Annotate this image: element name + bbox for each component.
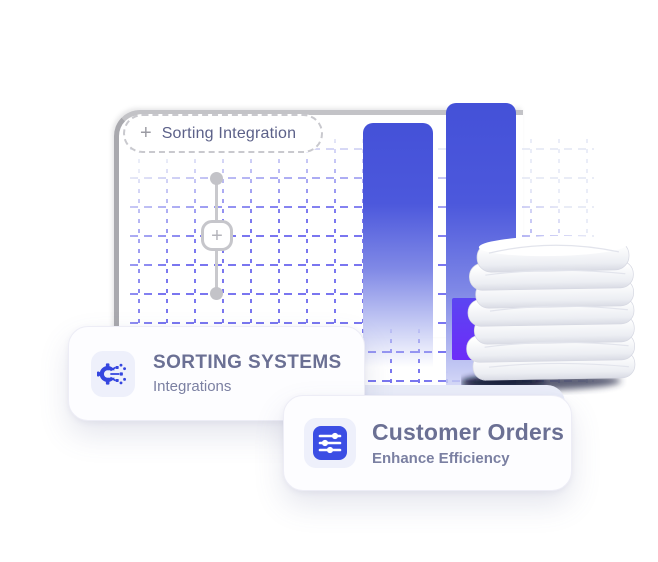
plus-icon: + bbox=[211, 224, 223, 247]
card-title: Customer Orders bbox=[372, 419, 565, 445]
timeline-dot-top bbox=[210, 172, 223, 185]
sorting-systems-card[interactable]: SORTING SYSTEMS Integrations bbox=[68, 326, 365, 421]
sliders-icon bbox=[313, 426, 347, 460]
card-title: SORTING SYSTEMS bbox=[153, 352, 342, 373]
card-subtitle: Integrations bbox=[153, 378, 232, 395]
icon-tile bbox=[304, 418, 356, 468]
gear-circuit-icon bbox=[97, 362, 126, 385]
cloth-stack-image bbox=[459, 228, 652, 396]
chip-label: Sorting Integration bbox=[161, 124, 297, 142]
customer-orders-card[interactable]: Customer Orders Enhance Efficiency bbox=[283, 395, 572, 491]
timeline-add-button[interactable]: + bbox=[201, 220, 233, 251]
card-subtitle: Enhance Efficiency bbox=[372, 450, 510, 467]
grid-panel-frame bbox=[114, 110, 523, 337]
timeline-dot-bottom bbox=[210, 287, 223, 300]
plus-icon: + bbox=[140, 121, 152, 144]
chart-bar-left bbox=[363, 123, 433, 375]
sorting-integration-chip[interactable]: + Sorting Integration bbox=[123, 114, 323, 153]
icon-tile bbox=[91, 350, 135, 397]
